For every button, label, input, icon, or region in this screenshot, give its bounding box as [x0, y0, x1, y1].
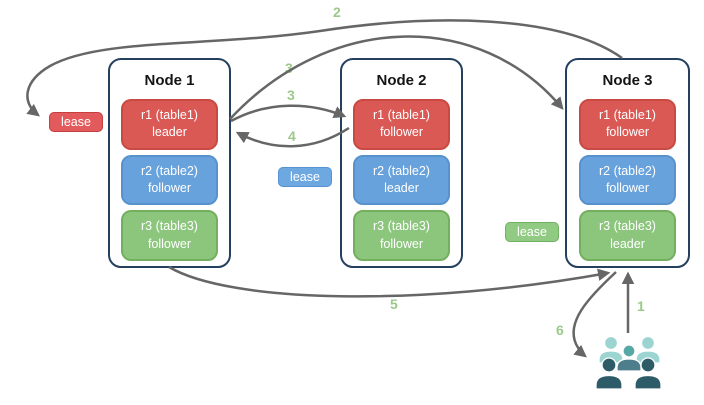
node-3-title: Node 3	[602, 72, 653, 89]
replica-name: r1 (table1)	[141, 107, 198, 122]
step-label-1: 1	[637, 298, 645, 314]
replica-role: follower	[605, 125, 650, 140]
lease-badge-r1: lease	[49, 112, 103, 132]
node-1: Node 1 r1 (table1) leader r2 (table2) fo…	[108, 58, 231, 268]
replica-role: leader	[384, 181, 419, 195]
step-label-3b: 3	[287, 87, 295, 103]
replica-name: r1 (table1)	[599, 107, 656, 122]
step-label-4: 4	[288, 128, 296, 144]
replica-name: r3 (table3)	[373, 219, 430, 234]
replica-role: follower	[147, 181, 192, 195]
node-1-replica-r1: r1 (table1) leader	[121, 99, 218, 150]
replica-name: r2 (table2)	[141, 163, 198, 178]
replica-role: leader	[152, 125, 187, 140]
replica-role: leader	[610, 236, 645, 251]
node-2-replica-r1: r1 (table1) follower	[353, 99, 450, 150]
arrow-step-3-to-node2	[230, 104, 347, 123]
node-2-replica-r3: r3 (table3) follower	[353, 210, 450, 262]
replica-name: r2 (table2)	[599, 163, 656, 178]
arrow-step-6	[572, 271, 617, 358]
replica-name: r3 (table3)	[599, 219, 656, 234]
replica-role: follower	[379, 125, 424, 140]
step-label-2: 2	[333, 4, 341, 20]
node-2: Node 2 r1 (table1) follower r2 (table2) …	[340, 58, 463, 268]
step-label-5: 5	[390, 296, 398, 312]
node-3-replica-r2: r2 (table2) follower	[579, 154, 676, 206]
users-icon	[595, 335, 662, 390]
replica-name: r3 (table3)	[141, 219, 198, 234]
step-label-6: 6	[556, 322, 564, 338]
node-1-replica-r2: r2 (table2) follower	[121, 154, 218, 206]
replica-name: r1 (table1)	[373, 107, 430, 122]
replica-role: follower	[147, 236, 192, 251]
arrow-step-5	[168, 265, 611, 298]
node-3: Node 3 r1 (table1) follower r2 (table2) …	[565, 58, 690, 268]
replica-role: follower	[379, 236, 424, 251]
step-label-3a: 3	[285, 60, 293, 76]
node-1-replica-r3: r3 (table3) follower	[121, 210, 218, 262]
lease-badge-r3: lease	[505, 222, 559, 242]
node-2-title: Node 2	[376, 72, 427, 89]
node-1-title: Node 1	[144, 72, 195, 89]
node-3-replica-r3: r3 (table3) leader	[579, 210, 676, 262]
lease-badge-r2: lease	[278, 167, 332, 187]
replica-role: follower	[605, 181, 650, 195]
node-3-replica-r1: r1 (table1) follower	[579, 99, 676, 150]
node-2-replica-r2: r2 (table2) leader	[353, 154, 450, 206]
replica-name: r2 (table2)	[373, 163, 430, 178]
